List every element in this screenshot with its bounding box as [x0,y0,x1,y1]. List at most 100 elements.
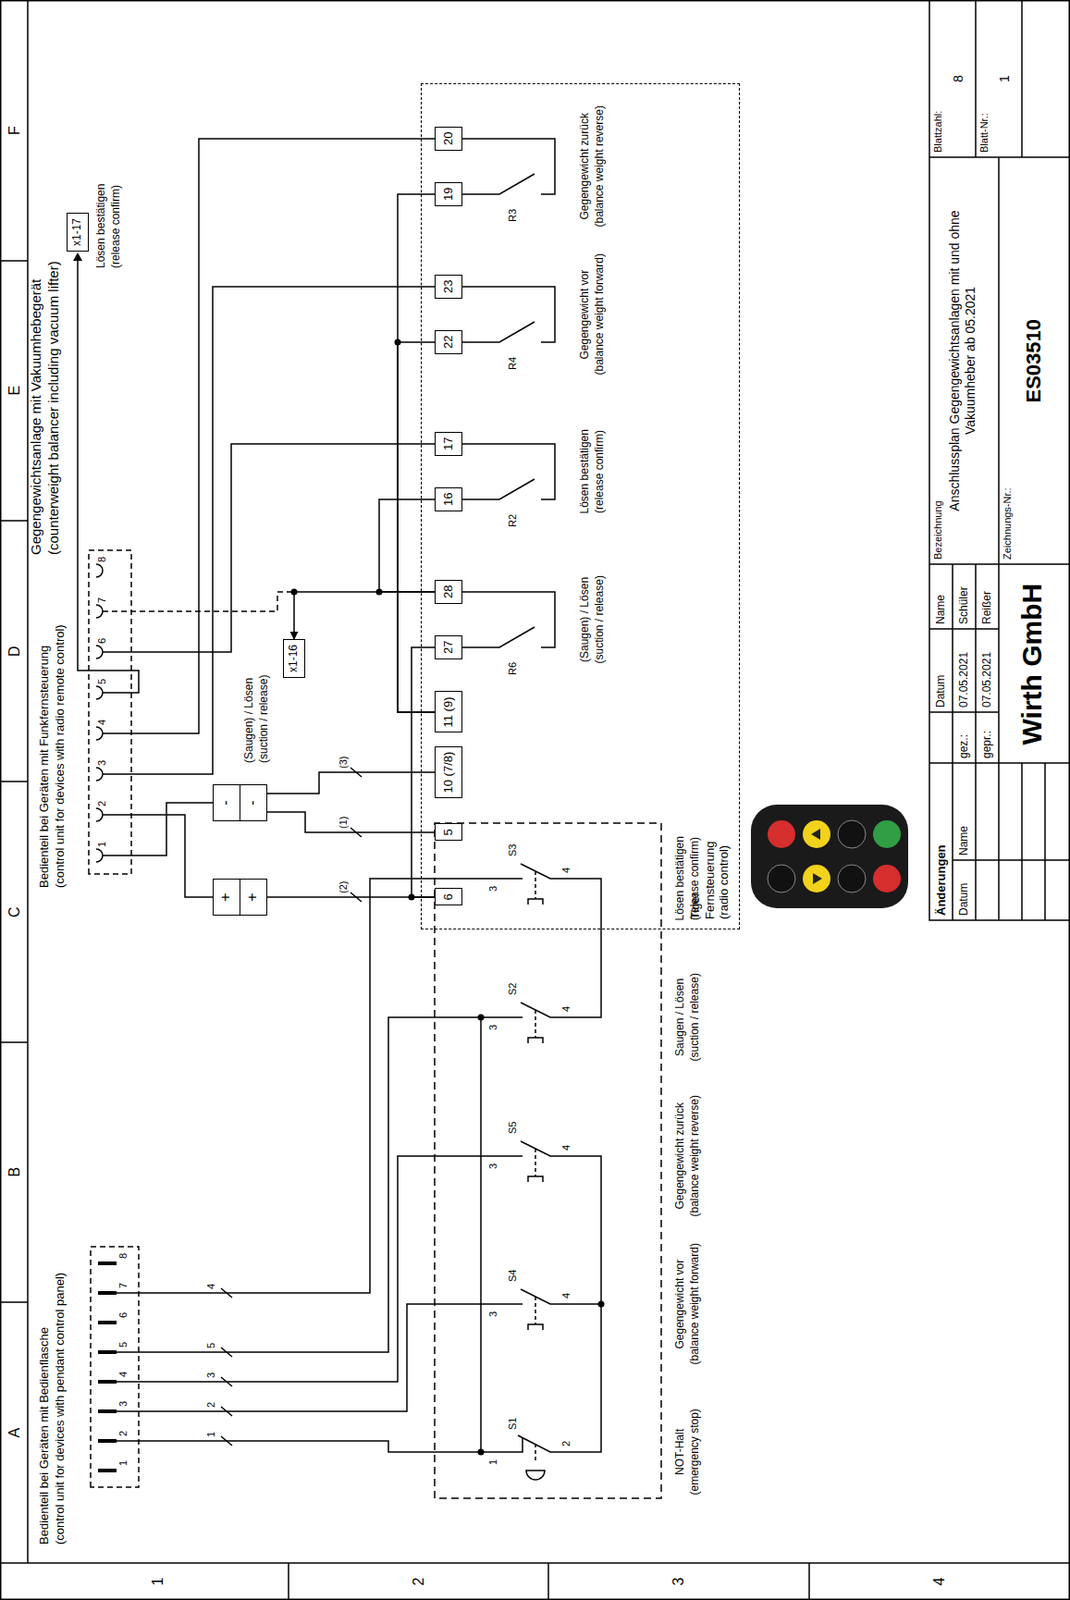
grid-reference: 4 [930,1577,948,1587]
label-text: (Saugen) / Lösen [578,577,591,663]
label-text: R2 [506,514,519,528]
wire-connector [397,342,435,713]
label-text: (1) [337,816,350,829]
title-block [929,0,1070,921]
label-text: Blatt-Nr.: [978,112,991,153]
wire-connector [411,647,435,898]
node-text: 6 [441,893,456,900]
socket-connector [96,564,103,862]
label-text: 8 [950,74,967,83]
remote-control-picture [750,804,909,909]
label-text: Datum [957,883,971,916]
wire-connector [294,591,435,640]
node-text: + [217,892,234,901]
node-text: 23 [441,280,456,294]
relay-contact [462,138,555,195]
label-text: 1 [96,841,109,848]
label-text: Gegengewichtsanlage mit Vakuumhebegerät [27,279,45,555]
label-text: (emergency stop) [688,1408,702,1495]
supply-terminal: + [212,878,241,916]
node-text: 19 [441,187,456,201]
remote-control-picture [837,864,866,893]
label-text: S4 [506,1269,519,1282]
label-text: R6 [506,662,519,676]
label-text: Saugen / Lösen [673,978,687,1057]
grid-reference: 3 [669,1577,688,1587]
supply-terminal: - [239,784,268,822]
terminal-box: 27 [434,635,463,660]
node-text: 22 [441,335,456,349]
grid-reference: E [5,385,24,396]
label-text: 1 [487,1459,500,1465]
switch-symbol [490,1289,574,1330]
label-text: Lösen bestätigen [578,429,591,514]
node-text: 5 [441,828,456,836]
switch-symbol [490,1435,574,1480]
label-text: 7 [117,1282,130,1289]
label-text: 1 [996,74,1013,83]
node-text: (radio control) [716,817,732,920]
label-text: 4 [96,719,109,726]
label-text: 6 [117,1312,130,1318]
label-text: Lösen bestätigen [94,184,108,269]
label-text: 4 [560,1144,573,1151]
grid-reference: C [5,906,24,918]
grid-reference: 2 [409,1577,428,1587]
terminal-box: 22 [434,330,463,355]
label-text: (counterweight balancer including vacuum… [45,260,62,555]
wire-connector [267,811,435,833]
terminal-box: 6 [434,887,463,906]
radio-wires [350,767,362,902]
node-text: 16 [441,492,456,506]
label-text: Bedienteil bei Geräten mit Bedienflasche [36,1327,52,1545]
radio-wires [102,591,295,612]
terminal-box: 16 [434,487,463,512]
relay-contact [462,443,555,500]
label-text: 3 [205,1372,218,1378]
label-text: gez.: [957,734,971,759]
label-text: Lösen bestätigen [673,836,687,921]
grid-reference: D [5,645,24,657]
node-text: - [217,799,234,805]
label-text: 2 [96,800,109,807]
pendant-connector [98,1263,117,1471]
terminal-box: 20 [434,126,463,151]
pendant-box [434,823,662,1499]
label-text: (release confirm) [109,184,123,269]
label-text: 4 [560,1006,573,1012]
pendant-connector [90,1246,139,1488]
label-text: (suction / release) [592,575,606,664]
grid-reference: 1 [148,1577,167,1587]
pendant-box [434,823,662,1499]
pendant-connector [90,1246,139,1488]
label-text: 1 [117,1460,130,1466]
pendant-wires [480,878,602,1452]
label-text: 1 [205,1431,218,1438]
label-text: (balance weight forward) [688,1242,702,1365]
label-text: 4 [117,1371,130,1378]
supply-terminal: + [239,878,268,916]
title-block [929,0,1070,921]
label-text: Bezeichnung [932,500,945,560]
remote-control-picture [873,864,901,893]
radio-wires [77,138,435,898]
grid-reference: A [5,1427,24,1439]
wire-connector [397,194,435,713]
remote-control-picture [802,820,831,849]
label-text: 3 [487,1024,500,1031]
remote-control-picture [811,828,821,840]
label-text: (release confirm) [688,836,702,921]
label-text: 2 [117,1430,130,1437]
label-text: 4 [560,867,573,874]
node-text: 17 [441,437,456,451]
relay-contact [462,591,555,648]
terminal-box: 19 [434,182,463,207]
socket-connector [88,550,132,874]
label-text: 3 [117,1401,130,1407]
radio-wires [73,138,435,902]
label-text: 4 [205,1283,218,1290]
remote-control-picture [767,820,796,849]
